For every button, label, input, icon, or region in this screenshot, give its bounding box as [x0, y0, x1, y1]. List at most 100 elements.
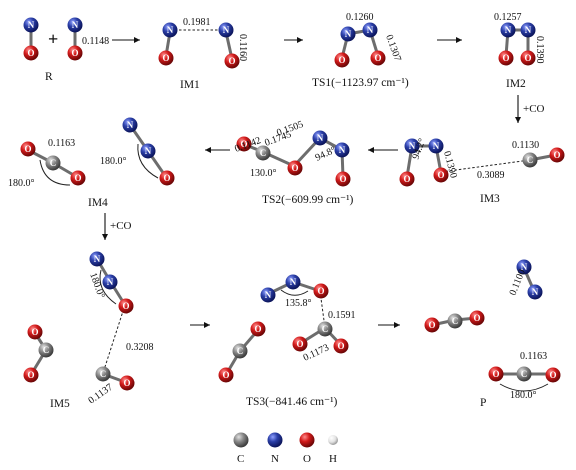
atom-sphere — [545, 367, 561, 383]
atom-symbol: O — [228, 56, 235, 66]
species-IM3: N N O O C O 0.1130 0.3089 0.1390 94.2° I… — [399, 137, 565, 205]
atom-symbol: O — [403, 174, 410, 184]
species-IM4: O C O 0.1163 180.0° IM4 N N O 180.0° — [8, 117, 175, 209]
species-P: O C O N N 0.1100 O C O 0.1163 180.0° P — [424, 259, 561, 409]
legend-item-nitrogen: N — [267, 432, 283, 465]
atom-o: O — [158, 50, 174, 66]
atom-symbol: O — [123, 378, 130, 388]
atom-sphere — [527, 284, 543, 300]
atom-sphere — [520, 50, 536, 66]
species-label-TS2: TS2(−609.99 cm⁻¹) — [262, 194, 354, 206]
atom-n: N — [428, 138, 444, 154]
atom-o: O — [20, 141, 36, 157]
distance-label: 0.3089 — [477, 170, 505, 181]
atom-symbol: O — [374, 53, 381, 63]
atom-sphere — [328, 435, 338, 445]
species-label-IM4: IM4 — [88, 197, 108, 209]
distance-label: 0.1163 — [520, 351, 547, 362]
plus-sign: + — [48, 29, 58, 49]
atom-sphere — [162, 22, 178, 38]
atom-o: O — [159, 170, 175, 186]
atom-symbol: O — [549, 370, 556, 380]
atom-o: O — [287, 160, 303, 176]
atom-symbol: C — [521, 369, 528, 379]
atom-n: N — [520, 22, 536, 38]
atom-symbol: O — [428, 320, 435, 330]
atom-o: O — [549, 147, 565, 163]
species-label-IM1: IM1 — [180, 79, 200, 91]
atom-symbol: N — [94, 254, 101, 264]
atom-sphere — [38, 342, 54, 358]
atom-o: O — [118, 298, 134, 314]
atom-o: O — [23, 45, 39, 61]
species-IM5: N N O O C O C O 180.0° 0.3208 0.1137 IM5 — [23, 251, 154, 410]
atom-c: C — [516, 366, 532, 382]
atom-sphere — [118, 298, 134, 314]
atom-sphere — [260, 287, 276, 303]
angle-label: 180.0° — [510, 390, 537, 401]
distance-label: 0.1160 — [237, 34, 248, 61]
atom-sphere — [23, 17, 39, 33]
atom-sphere — [334, 142, 350, 158]
atom-legend: C N O H — [233, 432, 338, 465]
atom-sphere — [340, 26, 356, 42]
distance-label: 0.1591 — [328, 310, 356, 321]
atom-sphere — [522, 152, 538, 168]
angle-label: 135.8° — [285, 298, 312, 309]
atom-symbol: C — [260, 148, 267, 158]
species-IM1: N O N O 0.1981 0.1160 IM1 — [158, 17, 248, 91]
atom-o: O — [469, 310, 485, 326]
atom-symbol: O — [338, 55, 345, 65]
atom-sphere — [102, 274, 118, 290]
atom-sphere — [67, 45, 83, 61]
atom-symbol: N — [107, 277, 114, 287]
atom-symbol: O — [163, 173, 170, 183]
atom-n: N — [260, 287, 276, 303]
atom-symbol: O — [339, 174, 346, 184]
legend-label-carbon: C — [237, 453, 244, 465]
atom-sphere — [267, 432, 283, 448]
atom-n: N — [340, 26, 356, 42]
atom-o: O — [224, 53, 240, 69]
atom-sphere — [335, 171, 351, 187]
atom-symbol: N — [505, 25, 512, 35]
atom-sphere — [67, 17, 83, 33]
species-label-IM2: IM2 — [506, 78, 526, 90]
atom-symbol: O — [437, 170, 444, 180]
atom-n: N — [404, 138, 420, 154]
atom-sphere — [89, 251, 105, 267]
distance-label: 0.1100 — [508, 268, 528, 297]
plus-co-label: +CO — [110, 220, 132, 232]
atom-n: N — [312, 130, 328, 146]
angle-arc — [99, 269, 117, 305]
atom-sphere — [447, 313, 463, 329]
species-label-R: R — [45, 71, 53, 83]
species-label-TS1: TS1(−1123.97 cm⁻¹) — [312, 77, 409, 89]
atom-sphere — [516, 366, 532, 382]
arrowhead — [297, 37, 303, 43]
atom-symbol: O — [254, 324, 261, 334]
atom-n: N — [67, 17, 83, 33]
species-label-TS3: TS3(−841.46 cm⁻¹) — [246, 396, 338, 408]
atom-sphere — [45, 155, 61, 171]
atom-o: O — [498, 50, 514, 66]
atom-symbol: N — [265, 290, 272, 300]
atom-sphere — [362, 22, 378, 38]
atom-n: N — [516, 259, 532, 275]
atom-symbol: C — [322, 324, 329, 334]
atom-symbol: O — [553, 150, 560, 160]
atom-sphere — [428, 138, 444, 154]
atom-sphere — [292, 336, 308, 352]
atom-c: C — [232, 343, 248, 359]
distance-label: 0.1260 — [346, 12, 374, 23]
atom-symbol: O — [524, 53, 531, 63]
arrowhead — [515, 117, 521, 123]
atom-sphere — [224, 53, 240, 69]
atom-sphere — [23, 45, 39, 61]
atom-symbol: C — [50, 158, 57, 168]
angle-arc — [137, 143, 159, 179]
atom-sphere — [312, 130, 328, 146]
atom-symbol: N — [72, 20, 79, 30]
distance-label: 0.1257 — [494, 12, 522, 23]
